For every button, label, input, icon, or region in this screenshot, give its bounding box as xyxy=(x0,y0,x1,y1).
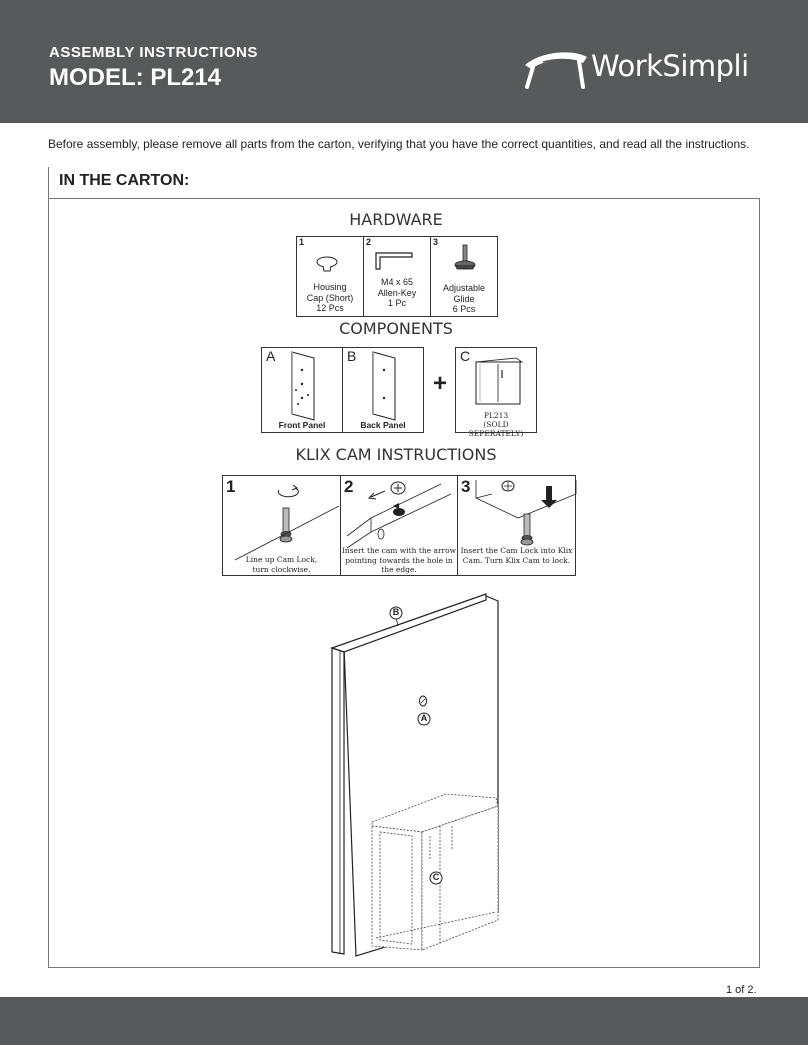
header-bar: ASSEMBLY INSTRUCTIONS MODEL: PL214 WorkS… xyxy=(0,0,808,123)
hardware-item-allen-key: 2 M4 x 65 Allen-Key 1 Pc xyxy=(363,236,431,317)
header-subtitle: ASSEMBLY INSTRUCTIONS xyxy=(49,44,258,61)
component-label-line: (SOLD SEPERATELY) xyxy=(468,420,524,438)
label-b-circle xyxy=(389,606,403,620)
hardware-item-line: Cap (Short) xyxy=(306,292,354,303)
component-label: Back Panel xyxy=(360,420,406,430)
hardware-item-number: 3 xyxy=(433,237,439,247)
component-label: Front Panel xyxy=(278,420,326,430)
hardware-item-line: Allen-Key xyxy=(377,287,417,298)
component-front-panel: A Front Panel xyxy=(261,347,343,433)
label-a-circle xyxy=(417,712,431,726)
logo-text: WorkSimpli xyxy=(591,49,749,83)
front-panel-edge xyxy=(331,647,345,955)
component-letter: B xyxy=(347,348,357,364)
klix-title: KLIX CAM INSTRUCTIONS xyxy=(295,445,497,464)
klix-step-line: turn clockwise. xyxy=(252,564,311,574)
cam-lock-rotate-icon xyxy=(234,484,340,561)
footer-bar xyxy=(0,997,808,1045)
component-letter: C xyxy=(460,348,471,364)
label-c-circle xyxy=(429,871,443,885)
klix-step-1: 1 Line up Cam Lock, turn clockwise. xyxy=(222,475,341,576)
component-letter: A xyxy=(266,348,276,364)
front-panel-icon xyxy=(291,351,315,421)
components-title: COMPONENTS xyxy=(339,319,453,338)
klix-step-line: Insert the cam with the arrow xyxy=(341,546,457,555)
hardware-item-number: 2 xyxy=(366,237,372,247)
model-title: MODEL: PL214 xyxy=(49,64,222,91)
hardware-item-line: 6 Pcs xyxy=(452,304,476,314)
component-pl213: C PL213 (SOLD SEPERATELY) xyxy=(455,347,537,438)
klix-step-3: 3 Insert the Cam Lock into Klix Cam. Tur… xyxy=(457,475,577,576)
label-a: A xyxy=(420,713,428,723)
carton-title-divider xyxy=(48,167,49,199)
hardware-item-line: Adjustable xyxy=(442,283,486,293)
klix-step-line: the edge. xyxy=(381,565,417,574)
component-label-line: PL213 xyxy=(483,411,509,420)
cabinet-pl213-icon xyxy=(474,357,524,405)
insert-cam-icon xyxy=(346,481,452,549)
allen-key-icon xyxy=(375,252,413,270)
page-number: 1 of 2. xyxy=(726,984,757,996)
label-b: B xyxy=(392,607,400,617)
klix-step-line: Line up Cam Lock, xyxy=(245,555,318,564)
hardware-item-glide: 3 Adjustable Glide 6 Pcs xyxy=(430,236,498,317)
hardware-item-line: Glide xyxy=(453,293,475,304)
klix-step-line: Insert the Cam Lock into Klix xyxy=(460,546,573,555)
carton-contents-box xyxy=(48,198,760,968)
klix-step-2: 2 Insert the cam with the arrow pointing… xyxy=(340,475,458,576)
label-c: C xyxy=(432,872,440,882)
housing-cap-icon xyxy=(316,256,338,272)
hardware-item-line: 12 Pcs xyxy=(316,303,344,313)
component-back-panel: B Back Panel xyxy=(342,347,424,433)
hardware-item-line: 1 Pc xyxy=(387,298,406,308)
back-panel-icon xyxy=(372,351,396,421)
hardware-item-line: Housing xyxy=(313,282,347,292)
klix-step-number: 2 xyxy=(344,477,354,496)
hardware-title: HARDWARE xyxy=(349,210,443,229)
adjustable-glide-icon xyxy=(454,244,476,270)
klix-step-line: Cam. Turn Klix Cam to lock. xyxy=(462,555,571,565)
carton-title: IN THE CARTON: xyxy=(59,172,190,189)
klix-step-line: pointing towards the hole in xyxy=(345,555,453,565)
klix-step-number: 1 xyxy=(226,477,236,496)
plus-sign: + xyxy=(433,370,448,397)
klix-step-number: 3 xyxy=(461,477,471,496)
lock-cam-icon xyxy=(475,480,577,546)
hardware-item-line: M4 x 65 xyxy=(380,277,413,287)
logo-desk-icon xyxy=(525,52,587,89)
worksimpli-logo: WorkSimpli xyxy=(521,45,766,91)
hardware-item-number: 1 xyxy=(299,237,305,247)
intro-text: Before assembly, please remove all parts… xyxy=(48,137,750,151)
cabinet-c-dashed xyxy=(371,793,499,951)
